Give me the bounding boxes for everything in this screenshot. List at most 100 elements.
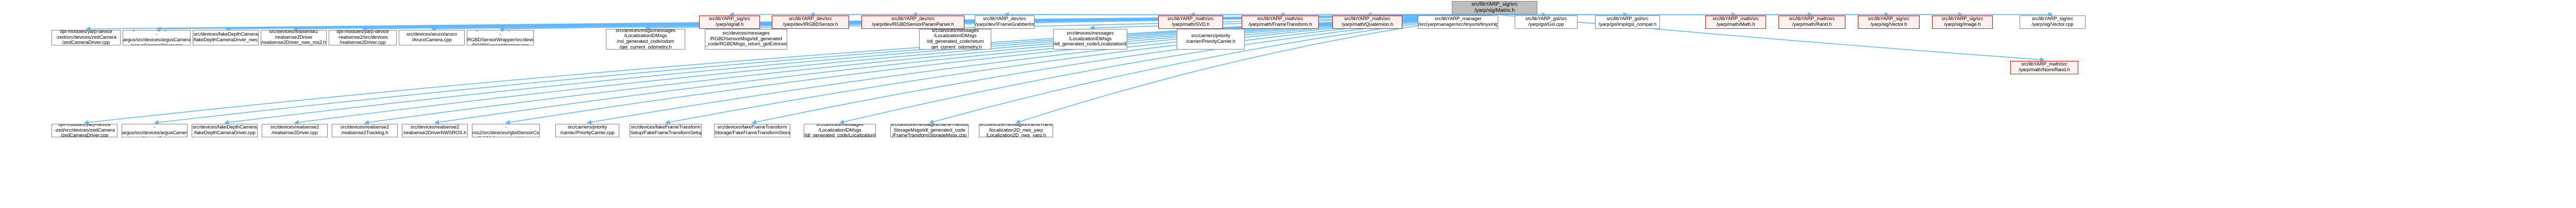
graph-edge <box>912 12 1495 17</box>
graph-edge <box>1494 12 1963 17</box>
graph-node-label: src/libYARP_math/src /yarp/math/Rand.h <box>1789 16 1835 27</box>
graph-node[interactable]: src/devices/messages/frameTransform Stor… <box>890 124 969 137</box>
graph-node[interactable]: src/libYARP_gsl/src /yarp/gsl/Gsl.cpp <box>1515 15 1578 29</box>
graph-node-label: opt-modules/yarp-device -RGBDSensorWrapp… <box>467 30 534 45</box>
graph-node[interactable]: src/libYARP_math/src /yarp/math/Rand.h <box>1778 15 1845 29</box>
graph-node[interactable]: opt-modules/yarp-device -realsense2/src/… <box>329 30 397 45</box>
graph-root-node[interactable]: src/libYARP_sig/src /yarp/sig/Matrix.h <box>1452 1 1537 14</box>
graph-node[interactable]: src/carriers/priority /carrier/PriorityC… <box>555 124 619 137</box>
graph-node[interactable]: src/carriers/priority /carrier/PriorityC… <box>1177 29 1245 50</box>
graph-node[interactable]: src/libYARP_gsl/src /yarp/gsl/impl/gsl_c… <box>1595 15 1660 29</box>
graph-edge <box>1458 12 1495 17</box>
graph-node[interactable]: src/devices/messages /LocalizationIDMsgs… <box>1053 29 1127 50</box>
graph-node[interactable]: src/libYARP_math/src /yarp/math/NormRand… <box>2010 61 2078 74</box>
graph-node-label: opt-modules/yarp-device -argus/src/devic… <box>122 124 188 137</box>
graph-node-label: opt-modules/yarp-device -realsense2/src/… <box>336 30 389 45</box>
graph-node-label: src/libYARP_dev/src /yarp/dev/RGBDSensor… <box>872 16 954 27</box>
graph-node-label: src/libYARP_gsl/src /yarp/gsl/Gsl.cpp <box>1525 16 1567 27</box>
graph-node[interactable]: src/devices/realsense2 /realsense2Driver… <box>402 124 468 137</box>
graph-node[interactable]: src/devices/messages /LocalizationIDMsgs… <box>919 29 991 50</box>
graph-edge <box>1004 12 1495 17</box>
graph-node[interactable]: src/libYARP_dev/src /yarp/dev/IRGBDSenso… <box>772 15 849 29</box>
graph-node[interactable]: src/libYARP_math/src /yarp/math/FrameTra… <box>1242 15 1319 29</box>
graph-node[interactable]: src/devices/msgs/messages /LocalizationI… <box>606 29 685 50</box>
graph-node[interactable]: src/devices/messages /RGBDSensorMsgs/idl… <box>705 29 787 50</box>
graph-node[interactable]: src/libYARP_sig/src /yarp/sig/Vector.cpp <box>2020 15 2086 29</box>
graph-node[interactable]: opt-modules/yarp-device -zed/src/devices… <box>52 30 121 45</box>
graph-node-label: src/devices/messages /LocalizationIDMsgs… <box>1054 30 1127 47</box>
graph-node-label: src/libYARP_sig/src /yarp/sig/Matrix.h <box>1471 1 1518 13</box>
graph-node-label: src/libYARP_sig/src /yarp/sig/Image.h <box>1941 16 1984 27</box>
graph-edge <box>955 14 1495 30</box>
graph-node-label: src/carriers/priority /carrier/PriorityC… <box>560 124 615 136</box>
graph-node[interactable]: src/devices/messages/frameTransform /loc… <box>979 124 1053 137</box>
graph-node[interactable]: opt-modules/yarp-device -argus/src/devic… <box>123 30 191 45</box>
graph-node-label: src/devices/fakeDepthCamera /fakeDepthCa… <box>192 124 257 136</box>
graph-node-label: src/devices/messages /RGBDSensorMsgs/idl… <box>705 30 787 47</box>
graph-node-label: src/libYARP_gsl/src /yarp/gsl/impl/gsl_c… <box>1598 16 1657 27</box>
graph-node-label: src/devices/fakeFrameTransform Storage/F… <box>715 124 790 136</box>
graph-node-label: src/devices/realsense2 /realsense2Driver… <box>403 124 467 136</box>
graph-node-label: src/devices/aruco/aruco /ArucoCamera.cpp <box>406 31 457 43</box>
graph-node[interactable]: src/devices/fakeDepthCamera /fakeDepthCa… <box>192 124 258 137</box>
graph-node[interactable]: src/libYARP_sig/src /yarp/sig/Image.h <box>1932 15 1993 29</box>
graph-node[interactable]: src/devices/aruco/aruco /ArucoCamera.cpp <box>399 30 465 45</box>
graph-edge <box>810 12 1495 17</box>
graph-node-label: src/libYARP_sig/src /yarp/sig/all.h <box>708 16 751 27</box>
graph-edge <box>1494 12 1889 17</box>
graph-node[interactable]: src/libYARP_dev/src /yarp/dev/RGBDSensor… <box>861 15 964 29</box>
graph-node[interactable]: src/devices/realsense2 /realsense2Driver… <box>261 30 327 45</box>
graph-node-label: opt-modules/yarp-device -argus/src/devic… <box>123 30 191 45</box>
graph-node-label: src/libYARP_dev/src /yarp/dev/IFrameGrab… <box>975 16 1035 27</box>
graph-node-label: src/libYARP_math/src /yarp/math/SVD.h <box>1167 16 1214 27</box>
graph-edge <box>729 12 1495 17</box>
graph-edge <box>1494 12 1628 17</box>
graph-node-label: src/libYARP_math/src /yarp/math/NormRand… <box>2019 61 2070 73</box>
graph-node[interactable]: opt-modules/yarp-device -ros2/src/device… <box>472 124 540 137</box>
graph-node-label: src/libYARP_math/src /yarp/math/FrameTra… <box>1248 16 1312 27</box>
graph-node-label: src/devices/msgs/messages /LocalizationI… <box>615 29 676 50</box>
graph-node-label: opt-modules/yarp-device -zed/src/devices… <box>54 124 115 137</box>
graph-node[interactable]: src/libYARP_sig/src /yarp/sig/Vector.h <box>1858 15 1920 29</box>
graph-node[interactable]: src/libYARP_dev/src /yarp/dev/IFrameGrab… <box>975 15 1035 29</box>
graph-edge <box>1494 12 1812 17</box>
graph-node[interactable]: opt-modules/yarp-device -argus/src/devic… <box>122 124 188 137</box>
graph-node-label: src/devices/realsense2 /realsense2Driver… <box>261 30 326 45</box>
graph-node-label: src/libYARP_dev/src /yarp/dev/IRGBDSenso… <box>783 16 838 27</box>
graph-node-label: src/devices/realsense2 /realsense2Tracki… <box>340 124 389 136</box>
graph-node[interactable]: src/devices/messages /LocalizationIDMsgs… <box>804 124 876 137</box>
graph-node-label: src/libYARP_manager /src/yarpmanager/src… <box>1418 16 1498 27</box>
graph-node[interactable]: opt-modules/yarp-device -RGBDSensorWrapp… <box>467 30 534 45</box>
graph-node[interactable]: src/devices/fakeDepthCamera /fakeDepthCa… <box>193 30 259 45</box>
graph-node-label: src/carriers/priority /carrier/PriorityC… <box>1186 33 1235 44</box>
graph-node-label: src/libYARP_math/src /yarp/math/Math.h <box>1713 16 1759 27</box>
graph-node[interactable]: src/libYARP_sig/src /yarp/sig/all.h <box>699 15 760 29</box>
graph-node[interactable]: src/libYARP_math/src /yarp/math/Math.h <box>1705 15 1766 29</box>
graph-edge <box>1494 12 1736 17</box>
graph-node-label: src/devices/fakeDepthCamera /fakeDepthCa… <box>193 31 258 43</box>
graph-node[interactable]: src/devices/realsense2 /realsense2Tracki… <box>332 124 398 137</box>
graph-node[interactable]: opt-modules/yarp-device -zed/src/devices… <box>52 124 117 137</box>
graph-node-label: src/devices/messages /LocalizationIDMsgs… <box>926 29 984 50</box>
graph-node-label: src/libYARP_math/src /yarp/math/Quaterni… <box>1341 16 1394 27</box>
graph-edge <box>1280 12 1495 17</box>
graph-node[interactable]: src/devices/realsense2 /realsense2Driver… <box>262 124 328 137</box>
graph-node-label: opt-modules/yarp-device -ros2/src/device… <box>472 124 539 137</box>
graph-node[interactable]: src/libYARP_manager /src/yarpmanager/src… <box>1418 15 1498 29</box>
graph-node[interactable]: src/libYARP_math/src /yarp/math/Quaterni… <box>1332 15 1402 29</box>
graph-node-label: opt-modules/yarp-device -zed/src/devices… <box>56 30 116 45</box>
graph-node[interactable]: src/libYARP_math/src /yarp/math/SVD.h <box>1158 15 1223 29</box>
graph-node-label: src/devices/messages/frameTransform /loc… <box>979 124 1053 137</box>
graph-edge <box>1367 12 1495 17</box>
graph-node-label: src/devices/messages /LocalizationIDMsgs… <box>804 124 876 137</box>
graph-edge <box>1190 12 1495 17</box>
graph-node-label: src/devices/messages/frameTransform Stor… <box>891 124 969 137</box>
graph-node[interactable]: src/devices/fakeFrameTransform Storage/F… <box>714 124 790 137</box>
graph-node-label: src/libYARP_sig/src /yarp/sig/Vector.h <box>1868 16 1910 27</box>
graph-edge <box>1494 12 2053 17</box>
graph-node-label: src/devices/fakeFrameTransform Setup/Fak… <box>630 124 702 136</box>
graph-node-label: src/devices/realsense2 /realsense2Driver… <box>270 124 319 136</box>
graph-edge <box>1494 12 1547 17</box>
graph-node[interactable]: src/devices/fakeFrameTransform Setup/Fak… <box>630 124 702 137</box>
